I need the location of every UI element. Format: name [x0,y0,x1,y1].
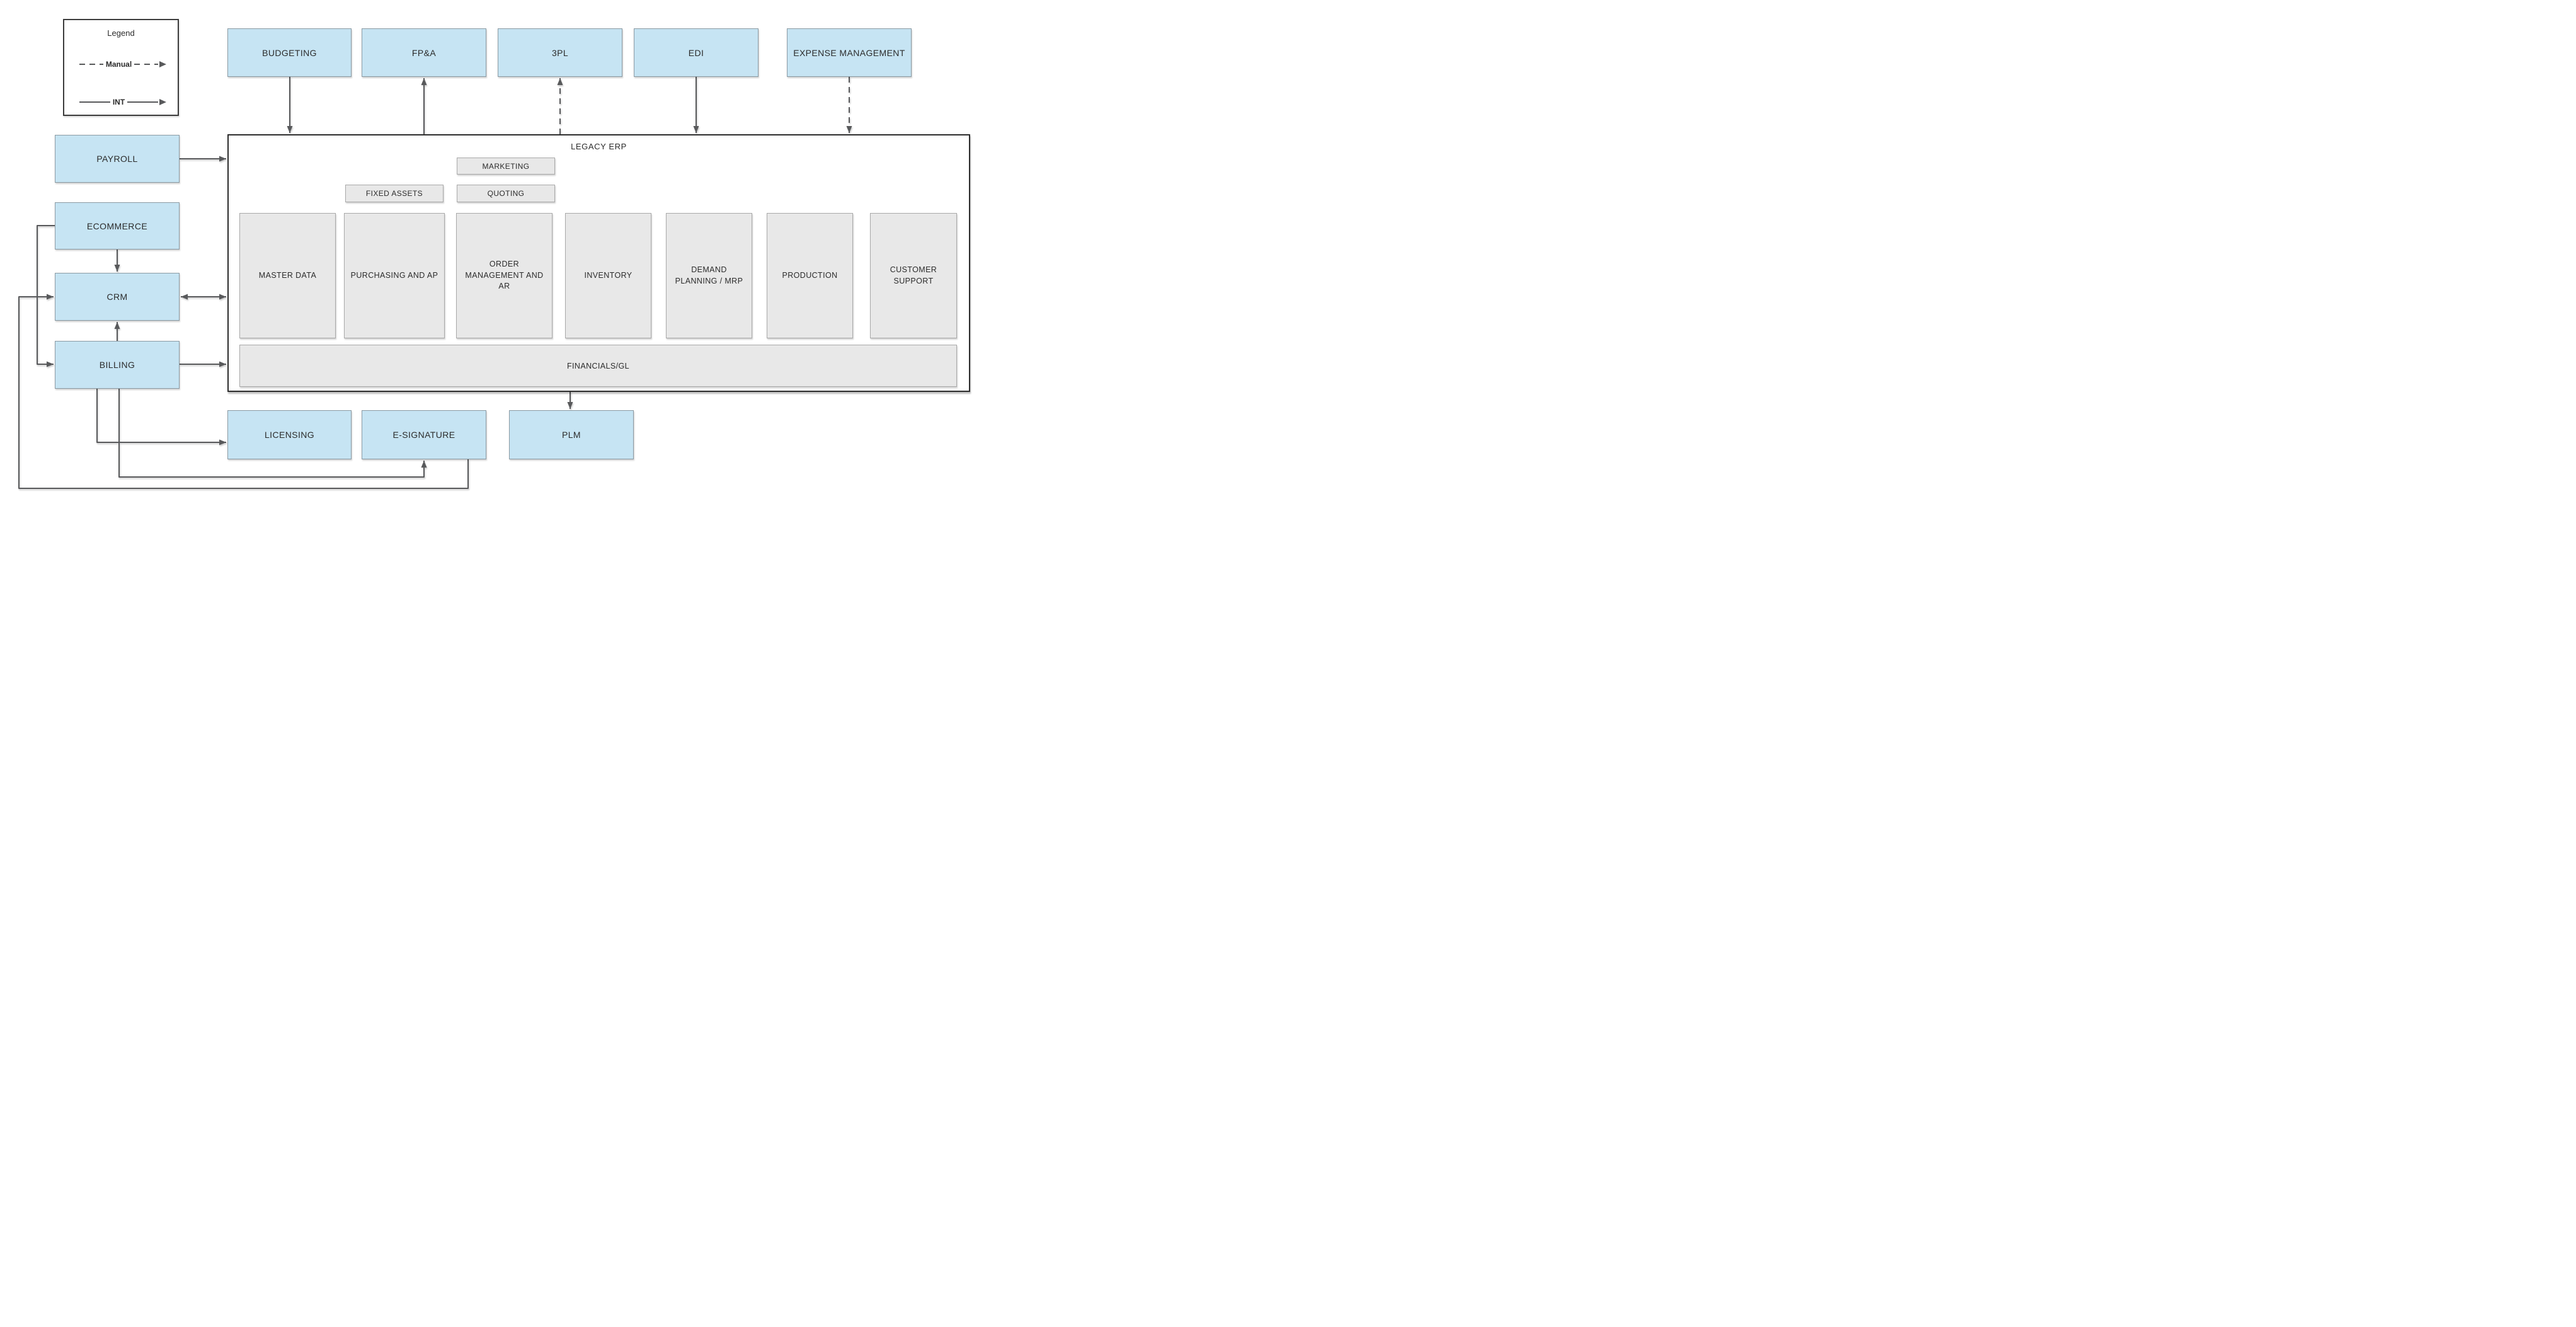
arrowhead-erp-to-fpa-end [421,78,427,85]
node-esignature: E-SIGNATURE [362,410,486,459]
arrowhead-ecommerce-to-crm-end [114,265,120,272]
node-budgeting: BUDGETING [227,28,352,77]
connector-esignature-to-crm [18,296,469,489]
arrowhead-billing-to-esignature-end [421,461,427,468]
module-quoting: QUOTING [457,185,555,202]
dashed-line-sample [79,64,103,65]
arrowhead-erp-to-3pl-end [557,78,563,85]
legacy-erp-title: LEGACY ERP [571,142,627,151]
legend: Legend Manual INT [63,19,179,116]
arrowhead-billing-to-licensing-end [219,439,226,445]
module-inventory: INVENTORY [565,213,651,338]
module-fixed-assets: FIXED ASSETS [345,185,444,202]
arrowhead-edi-to-erp-end [693,126,699,133]
module-purchasing-and-ap: PURCHASING AND AP [344,213,445,338]
arrowhead-billing-to-erp-end [219,361,226,367]
module-master-data: MASTER DATA [239,213,336,338]
node-crm: CRM [55,273,180,321]
node-fpa: FP&A [362,28,486,77]
module-order-management-and-ar: ORDER MANAGEMENT AND AR [456,213,552,338]
arrowhead-icon [159,61,166,67]
node-3pl: 3PL [498,28,622,77]
arrowhead-billing-to-crm-end [114,322,120,329]
legend-item-manual: Manual [79,60,166,69]
node-expense-management: EXPENSE MANAGEMENT [787,28,912,77]
connector-ecommerce-to-billing [37,225,55,365]
module-marketing: MARKETING [457,158,555,175]
arrowhead-erp-to-plm-end [567,402,573,409]
solid-line-sample [127,101,158,103]
legend-title: Legend [107,28,135,38]
module-customer-support: CUSTOMER SUPPORT [870,213,957,338]
arrowhead-ecommerce-to-billing-end [47,361,54,367]
arrowhead-icon [159,99,166,105]
node-payroll: PAYROLL [55,135,180,183]
legend-item-int-label: INT [112,98,125,106]
connector-billing-to-esignature [118,389,425,478]
module-demand-planning-mrp: DEMAND PLANNING / MRP [666,213,752,338]
arrowhead-expense-management-to-erp-end [846,126,852,133]
module-financials-gl: FINANCIALS/GL [239,345,957,387]
arrowhead-payroll-to-erp-end [219,156,226,162]
connector-layer [18,77,852,489]
diagram-canvas: Legend Manual INT BUDGETING FP&A 3PL EDI… [0,0,988,508]
node-ecommerce: ECOMMERCE [55,202,180,250]
legacy-erp-container: LEGACY ERP MARKETING FIXED ASSETS QUOTIN… [227,134,970,392]
arrowhead-budgeting-to-erp-end [287,126,293,133]
node-edi: EDI [634,28,758,77]
connector-billing-to-licensing [96,389,226,443]
arrowhead-crm-erp-bidirectional-start [181,294,188,300]
arrowhead-esignature-to-crm-end [47,294,54,300]
legend-item-int: INT [79,98,166,106]
solid-line-sample [79,101,110,103]
legend-item-manual-label: Manual [105,60,132,69]
node-licensing: LICENSING [227,410,352,459]
arrowhead-crm-erp-bidirectional-end [219,294,226,300]
node-plm: PLM [509,410,634,459]
node-billing: BILLING [55,341,180,389]
dashed-line-sample [134,64,158,65]
module-production: PRODUCTION [767,213,853,338]
